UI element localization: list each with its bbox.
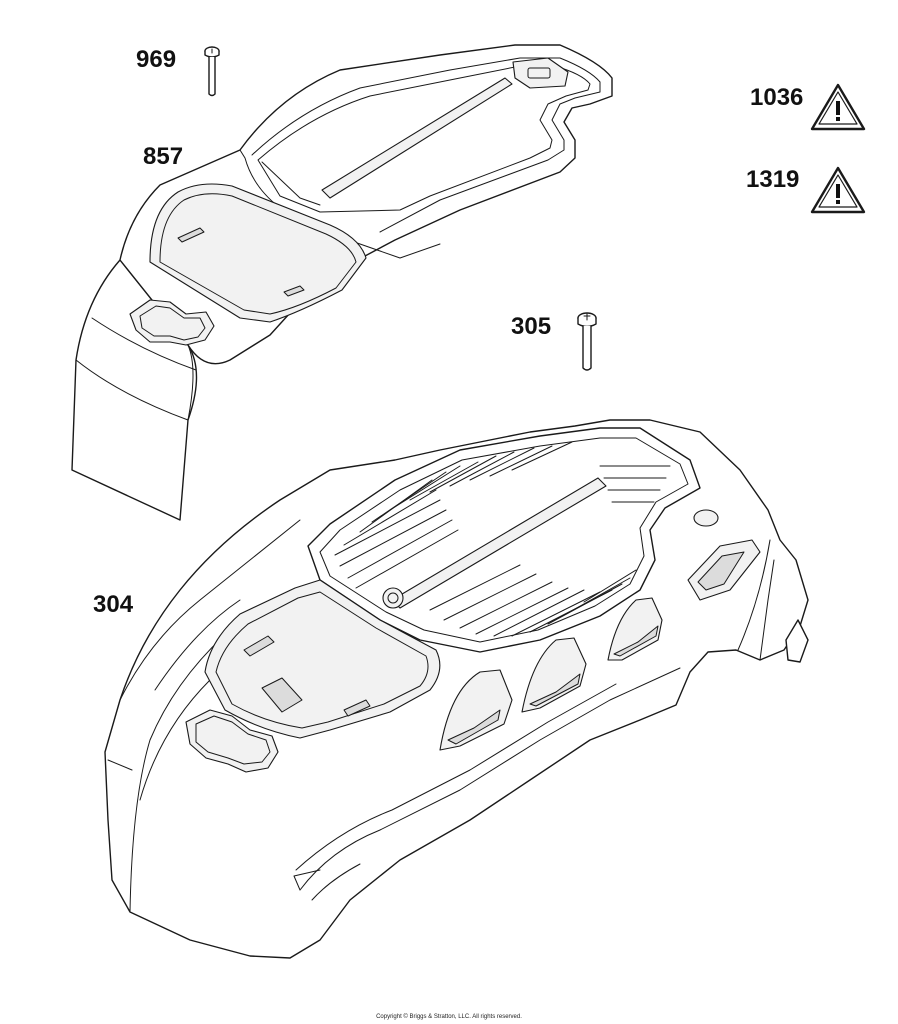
screw-305-icon xyxy=(577,312,597,371)
warning-triangle-icon xyxy=(810,166,866,214)
copyright-notice: Copyright © Briggs & Stratton, LLC. All … xyxy=(376,1014,522,1020)
blower-housing-304 xyxy=(104,419,809,959)
warning-triangle-icon xyxy=(810,83,866,131)
top-cover-857 xyxy=(71,44,613,521)
callout-1319: 1319 xyxy=(746,166,800,193)
callout-1036: 1036 xyxy=(750,84,804,111)
callout-969: 969 xyxy=(136,46,177,73)
callout-305: 305 xyxy=(511,313,552,340)
callout-304: 304 xyxy=(93,591,134,618)
screw-969-icon xyxy=(204,46,220,97)
callout-857: 857 xyxy=(143,143,184,170)
